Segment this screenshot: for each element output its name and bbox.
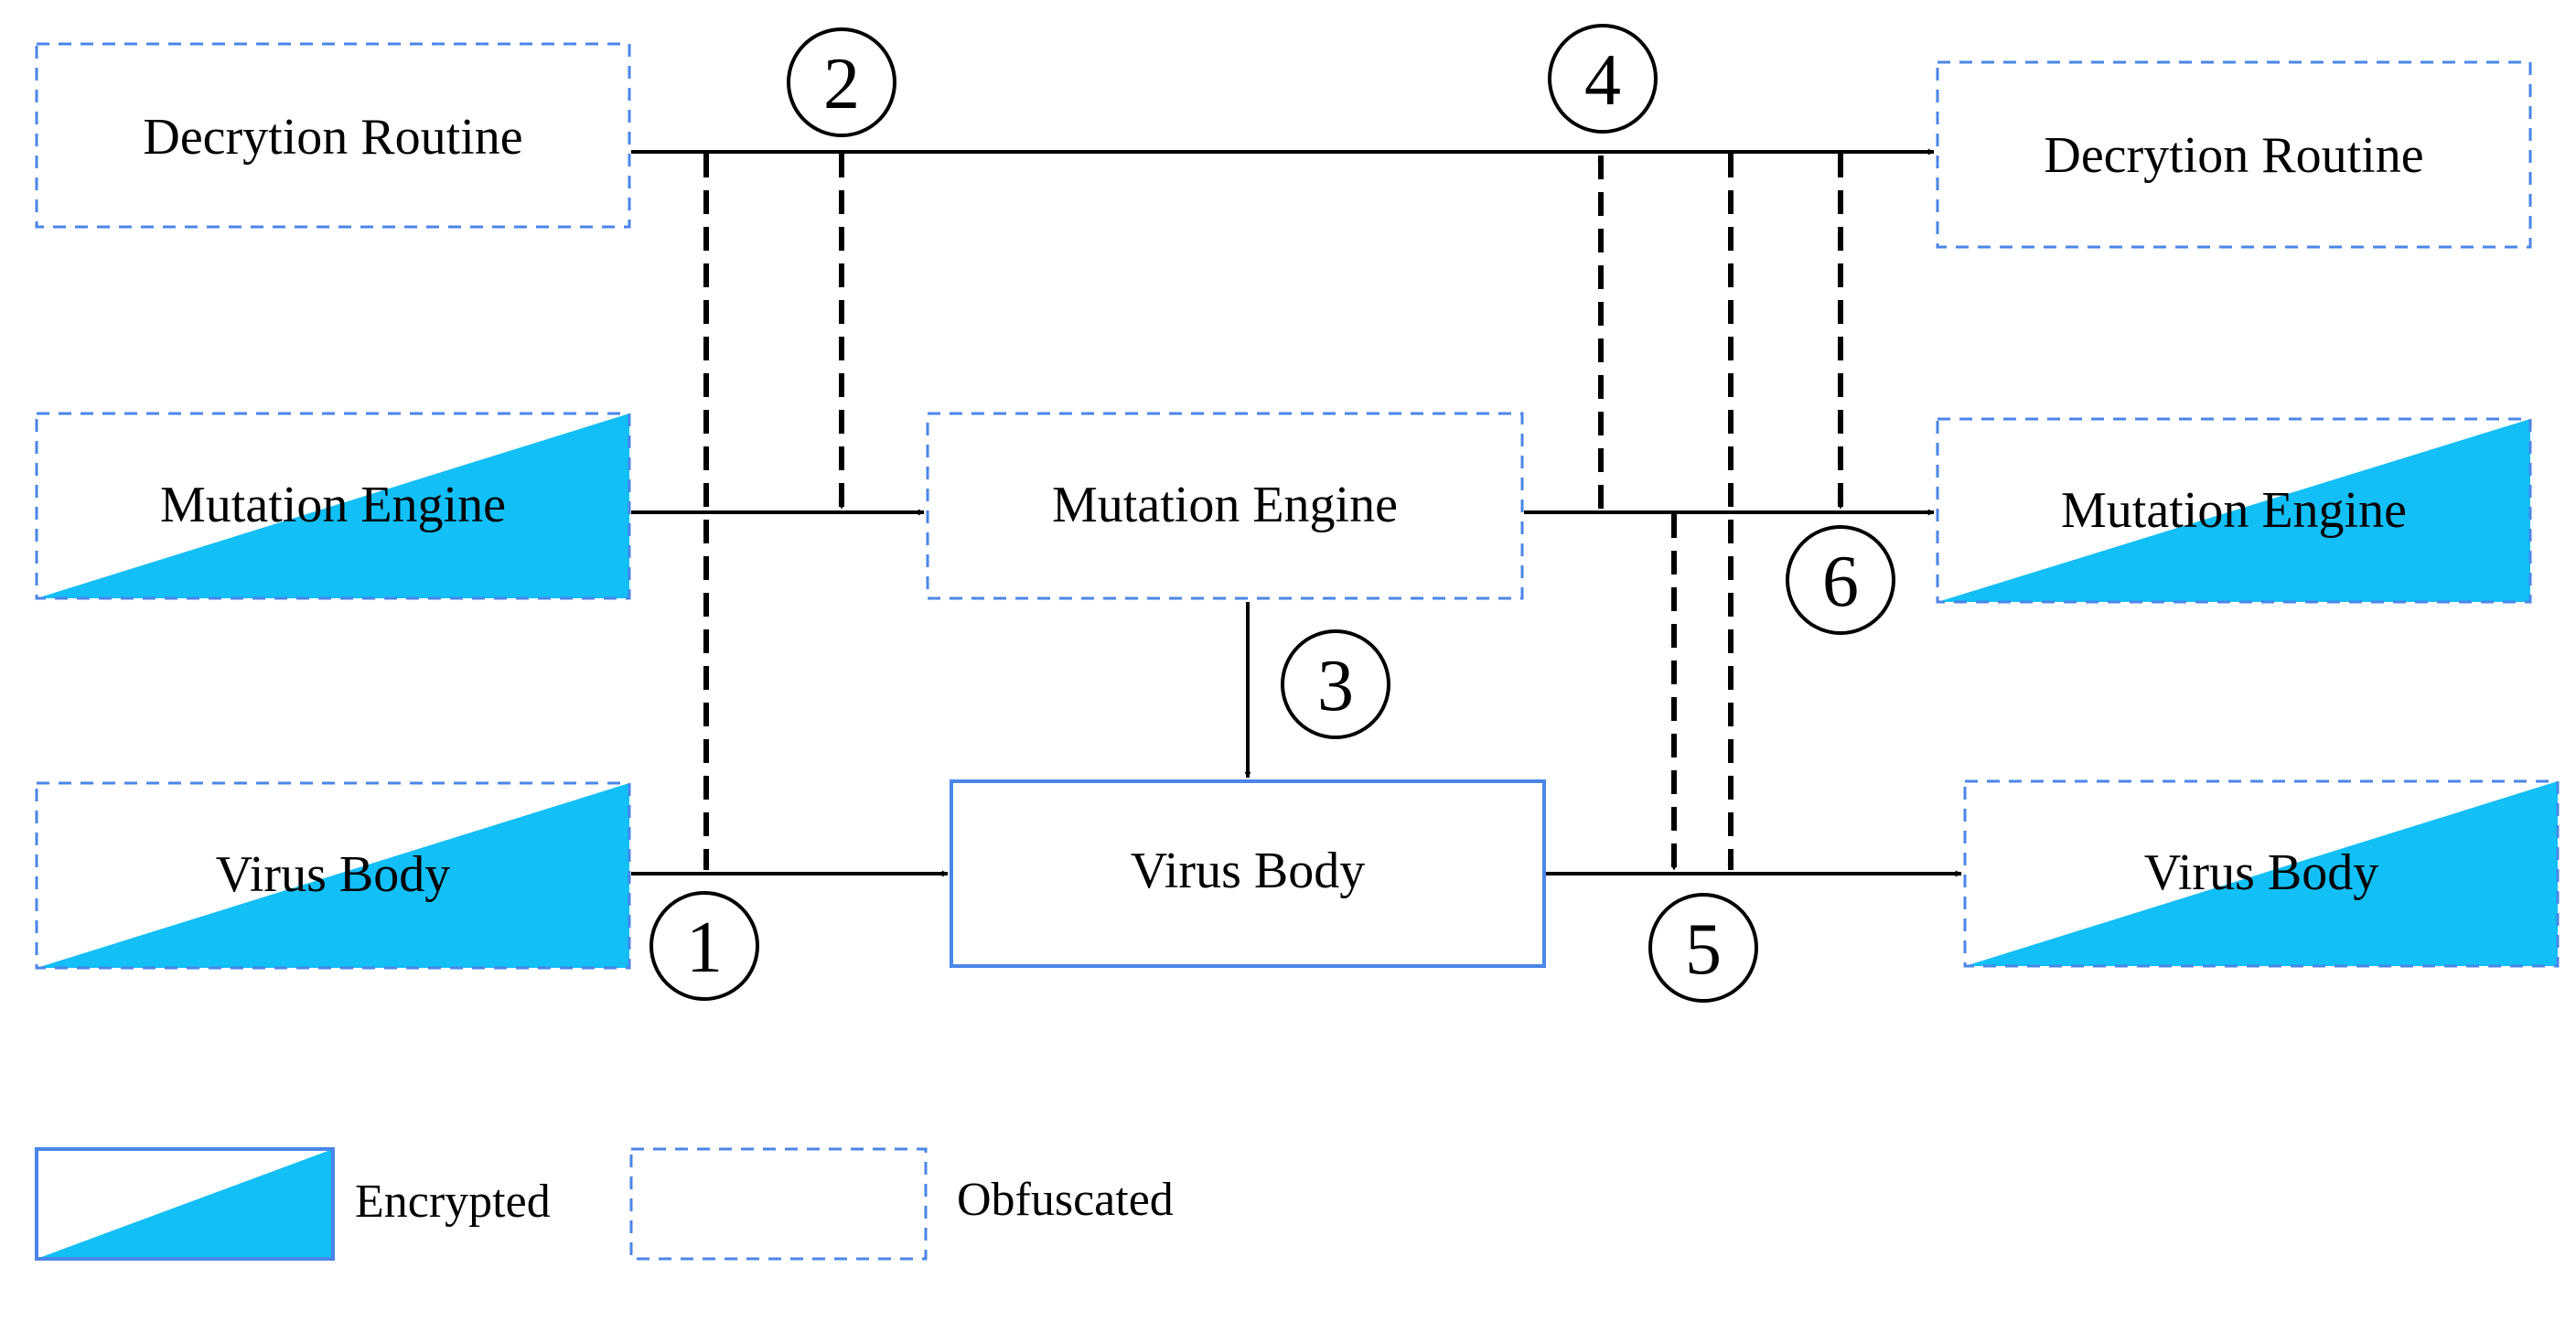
middle-virus-body-label: Virus Body	[1131, 843, 1365, 899]
legend-obfuscated: Obfuscated	[629, 1147, 1174, 1261]
step-number-5: 5	[1685, 909, 1722, 990]
middle-virus-body-box: Virus Body	[950, 779, 1546, 968]
target-decryption-routine-box: Decrytion Routine	[1936, 60, 2532, 249]
step-number-3: 3	[1317, 646, 1354, 726]
target-mutation-engine-box: Mutation Engine	[1936, 417, 2532, 604]
legend-encrypted-swatch	[35, 1147, 335, 1261]
middle-mutation-engine-label: Mutation Engine	[1052, 477, 1398, 533]
legend-encrypted: Encrypted	[35, 1147, 551, 1261]
target-virus-body-box: Virus Body	[1963, 779, 2560, 968]
source-decryption-routine-box: Decrytion Routine	[35, 42, 631, 229]
legend-obfuscated-label: Obfuscated	[957, 1174, 1174, 1226]
step-marker-1: 1	[649, 891, 759, 1001]
target-virus-body-label: Virus Body	[2144, 844, 2378, 901]
step-number-6: 6	[1822, 542, 1859, 622]
legend-encrypted-label: Encrypted	[355, 1176, 551, 1228]
legend-obfuscated-swatch	[629, 1147, 928, 1261]
legend: Encrypted Obfuscated	[35, 1147, 1174, 1261]
step-marker-6: 6	[1786, 525, 1895, 635]
middle-mutation-engine-box: Mutation Engine	[926, 412, 1524, 600]
step-number-2: 2	[823, 44, 860, 124]
step-marker-4: 4	[1548, 24, 1658, 134]
flow-arrows	[631, 148, 1962, 877]
source-decryption-routine-label: Decrytion Routine	[143, 109, 522, 166]
step-marker-2: 2	[787, 27, 896, 137]
source-virus-body-box: Virus Body	[35, 781, 631, 970]
step-marker-3: 3	[1281, 629, 1390, 739]
step-marker-5: 5	[1648, 893, 1758, 1003]
source-virus-body-label: Virus Body	[216, 846, 450, 903]
step-arrows	[703, 154, 1844, 871]
target-decryption-routine-label: Decrytion Routine	[2044, 127, 2423, 184]
target-mutation-engine-label: Mutation Engine	[2061, 482, 2407, 539]
source-mutation-engine-label: Mutation Engine	[160, 477, 506, 533]
source-mutation-engine-box: Mutation Engine	[35, 412, 631, 600]
step-number-4: 4	[1584, 40, 1621, 121]
step-number-1: 1	[686, 908, 723, 988]
